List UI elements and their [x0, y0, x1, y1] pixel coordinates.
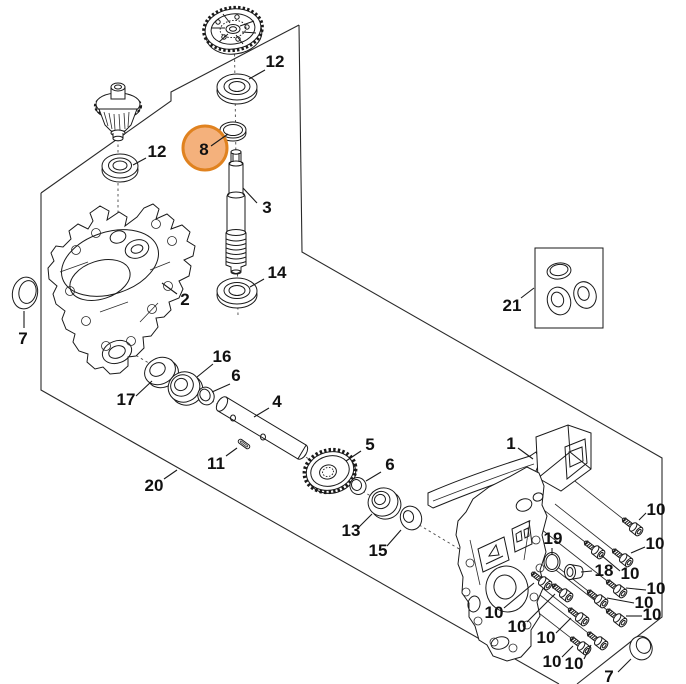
- leader-line-10-31: [583, 644, 592, 660]
- leader-line-6-8: [211, 383, 231, 393]
- leader-line-21-18: [520, 287, 535, 299]
- part-label-16[interactable]: 16: [213, 347, 232, 366]
- part-label-12[interactable]: 12: [148, 142, 167, 161]
- leader-line-5-12: [345, 450, 362, 462]
- leader-line-2-4: [161, 282, 178, 295]
- part-label-17[interactable]: 17: [117, 390, 136, 409]
- leader-line-3-2: [242, 187, 258, 204]
- part-label-2[interactable]: 2: [180, 290, 189, 309]
- leader-line-10-23: [600, 554, 621, 572]
- leader-line-14-5: [249, 278, 265, 288]
- part-label-20[interactable]: 20: [145, 476, 164, 495]
- sprocket-wheel: [202, 5, 264, 55]
- service-kit-box-21: [534, 247, 604, 329]
- housing-1: [427, 424, 592, 662]
- leader-line-10-29: [555, 617, 572, 634]
- part-label-19[interactable]: 19: [544, 529, 563, 548]
- leader-line-13-14: [358, 513, 373, 528]
- bearing-12-top: [216, 73, 258, 105]
- bearing-14: [216, 277, 258, 309]
- leader-line-12-3: [132, 157, 147, 166]
- part-label-10[interactable]: 10: [508, 617, 527, 636]
- part-label-10[interactable]: 10: [643, 605, 662, 624]
- part-label-10[interactable]: 10: [646, 534, 665, 553]
- selected-part-highlight: [181, 124, 229, 172]
- leader-line-6-13: [365, 471, 382, 482]
- leader-line-10-21: [638, 512, 647, 521]
- part-label-6[interactable]: 6: [231, 366, 240, 385]
- part-label-10[interactable]: 10: [565, 654, 584, 673]
- leader-line-15-15: [386, 529, 402, 547]
- part-label-10[interactable]: 10: [537, 628, 556, 647]
- leader-line-1-17: [517, 447, 534, 460]
- leader-line-10-22: [630, 546, 646, 554]
- bearing-16: [167, 371, 204, 406]
- part-label-6[interactable]: 6: [385, 455, 394, 474]
- bearing-12-left: [101, 153, 139, 183]
- ring-6b: [349, 477, 367, 495]
- leader-line-10-24: [625, 587, 647, 591]
- oring-19: [543, 552, 561, 572]
- ring-15: [399, 505, 423, 531]
- plug-18: [564, 563, 584, 581]
- leader-line-7-32: [617, 658, 632, 673]
- bevel-gear: [93, 82, 143, 142]
- part-label-15[interactable]: 15: [369, 541, 388, 560]
- part-label-13[interactable]: 13: [342, 521, 361, 540]
- part-label-3[interactable]: 3: [262, 198, 271, 217]
- leader-line-12-0: [248, 69, 266, 80]
- part-label-1[interactable]: 1: [506, 434, 515, 453]
- part-label-21[interactable]: 21: [503, 296, 522, 315]
- leader-line-8-1: [210, 133, 229, 147]
- part-label-8[interactable]: 8: [199, 140, 208, 159]
- part-label-14[interactable]: 14: [268, 263, 287, 282]
- part-label-11[interactable]: 11: [207, 454, 225, 473]
- shaft-3: [225, 149, 247, 275]
- part-label-12[interactable]: 12: [266, 52, 285, 71]
- key-11: [237, 438, 251, 450]
- part-label-18[interactable]: 18: [595, 561, 614, 580]
- housing-2: [47, 203, 196, 375]
- part-label-7[interactable]: 7: [18, 329, 27, 348]
- part-label-7[interactable]: 7: [604, 667, 613, 684]
- leader-line-16-7: [196, 363, 214, 378]
- leader-line-20-16: [163, 469, 178, 480]
- leader-line-17-9: [135, 380, 153, 397]
- part-label-10[interactable]: 10: [635, 593, 654, 612]
- part-label-5[interactable]: 5: [365, 435, 374, 454]
- leader-line-4-10: [253, 407, 270, 418]
- seal-7-right: [629, 635, 653, 661]
- leader-line-10-27: [503, 582, 535, 609]
- ring-6a: [197, 386, 215, 406]
- leader-line-10-30: [561, 645, 574, 658]
- part-label-10[interactable]: 10: [621, 564, 640, 583]
- leader-line-11-11: [225, 447, 238, 457]
- leader-line-10-28: [526, 593, 556, 623]
- part-label-10[interactable]: 10: [543, 652, 562, 671]
- bearing-13: [367, 487, 402, 520]
- gear-5: [302, 447, 358, 495]
- shaft-4: [215, 396, 309, 460]
- part-label-10[interactable]: 10: [485, 603, 504, 622]
- part-label-10[interactable]: 10: [647, 500, 666, 519]
- part-label-10[interactable]: 10: [647, 579, 666, 598]
- leader-line-18-20: [580, 570, 593, 573]
- part-label-4[interactable]: 4: [272, 392, 282, 411]
- leader-line-10-25: [606, 597, 635, 604]
- seal-7-left: [11, 276, 39, 310]
